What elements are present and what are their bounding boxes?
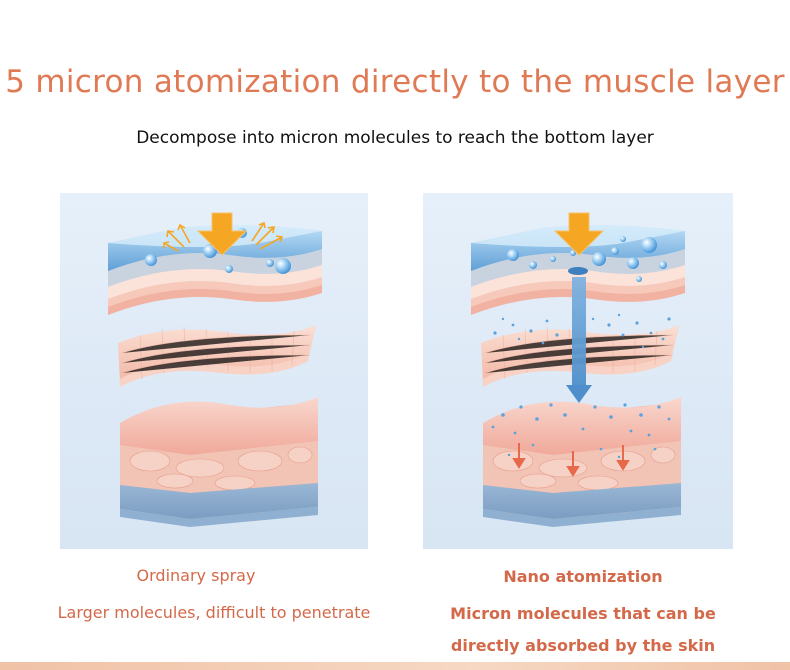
down-arrow-icon [196,212,248,256]
droplet-icon [275,258,291,274]
droplet-icon [225,265,233,273]
droplet-icon [145,254,157,266]
ordinary-spray-illustration [60,193,368,549]
page-title: 5 micron atomization directly to the mus… [5,64,785,100]
bottom-divider [0,662,790,670]
reflect-arrows-icon [163,221,284,252]
droplet-icon [203,244,217,258]
nano-atomization-description-line2: directly absorbed by the skin [450,636,716,655]
nano-atomization-caption: Nano atomization [503,567,663,586]
nano-atomization-illustration [423,193,733,549]
nano-atomization-description-line1: Micron molecules that can be [450,604,716,623]
page-subtitle: Decompose into micron molecules to reach… [136,128,654,148]
penetration-arrow-icon [566,277,592,403]
down-arrow-icon [553,212,605,256]
droplet-icon [266,259,274,267]
ordinary-spray-description: Larger molecules, difficult to penetrate [57,603,371,622]
ordinary-spray-caption: Ordinary spray [136,566,256,585]
skin-layers-illustration [108,212,322,527]
skin-layers-illustration [471,212,685,527]
